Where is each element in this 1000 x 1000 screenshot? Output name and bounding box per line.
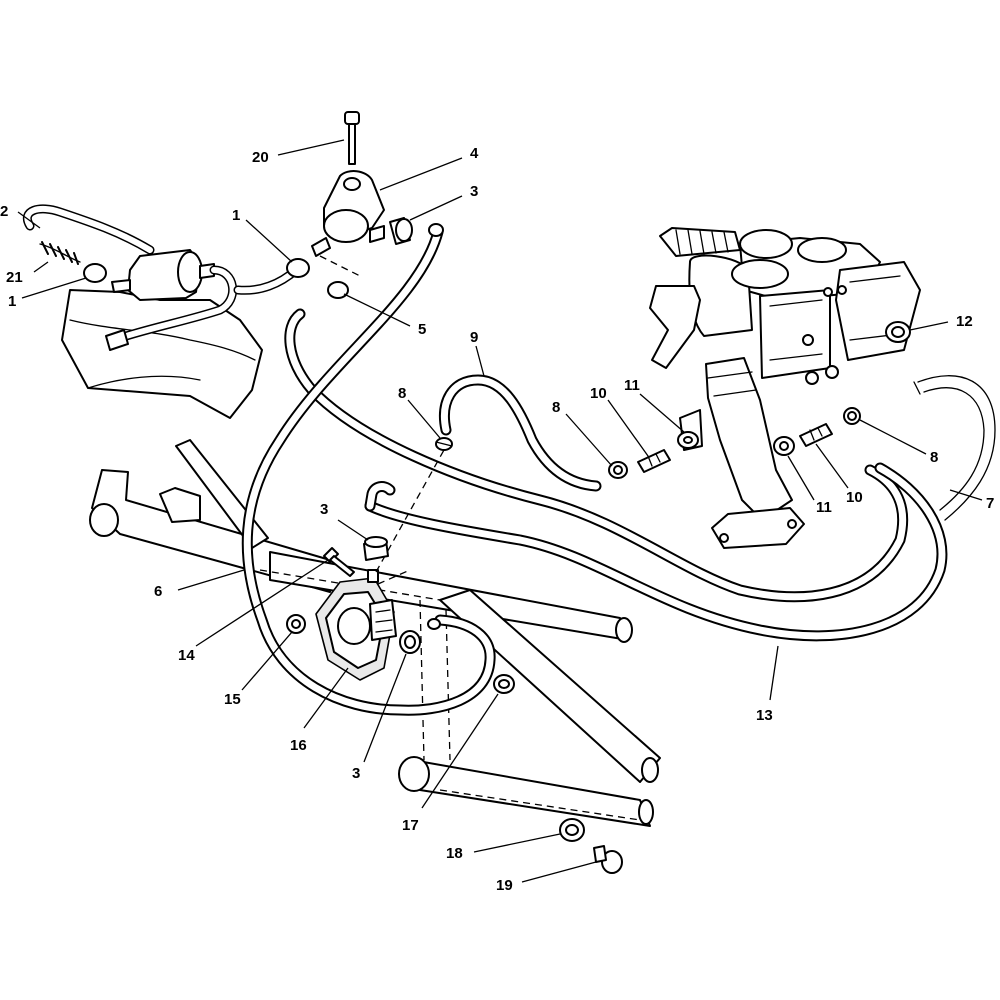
callout-16: 16: [290, 737, 307, 754]
callout-12: 12: [956, 313, 973, 330]
callout-1-tap: 1: [232, 207, 240, 224]
callout-8-middle: 8: [398, 385, 406, 402]
clamp-8-right: [843, 407, 861, 425]
grommet-18: [559, 818, 585, 842]
grommet-3-top: [389, 217, 413, 245]
callout-8-left: 8: [552, 399, 560, 416]
hose-9: [439, 374, 602, 492]
fuel-pump-assembly: [286, 449, 623, 874]
callout-10-left: 10: [590, 385, 607, 402]
fitting-10-left: [637, 449, 671, 473]
clamp-8-middle: [435, 437, 453, 451]
clamp-8-left: [608, 461, 628, 479]
callout-5: 5: [418, 321, 426, 338]
fuel-tank-section: [23, 204, 301, 419]
fuel-filter: [111, 249, 215, 301]
callout-19: 19: [496, 877, 513, 894]
callout-3-top: 3: [470, 183, 478, 200]
spacer-19: [593, 845, 623, 874]
callout-14: 14: [178, 647, 195, 664]
callout-9: 9: [470, 329, 478, 346]
callout-1-left: 1: [8, 293, 16, 310]
callout-4: 4: [470, 145, 479, 162]
frame-tubes: [89, 439, 661, 827]
callout-3-middle: 3: [320, 501, 328, 518]
callout-2: 2: [0, 203, 8, 220]
callout-18: 18: [446, 845, 463, 862]
fuel-tap-assembly: [286, 111, 385, 299]
clamp-1-left: [83, 263, 107, 283]
hose-6: [241, 223, 496, 716]
carburetor-assembly: [649, 227, 921, 549]
clamp-5: [327, 281, 349, 299]
leader-lines: [17, 139, 983, 883]
spring-21: [39, 241, 81, 265]
hose-7: [913, 375, 996, 521]
callout-8-right: 8: [930, 449, 938, 466]
callout-6: 6: [154, 583, 162, 600]
grommet-17: [493, 674, 515, 694]
fitting-10-right: [799, 423, 833, 447]
screw-20: [344, 111, 360, 125]
clamp-1-tap: [286, 258, 310, 278]
small-fittings: [389, 217, 861, 479]
grommet-3-middle: [363, 536, 389, 561]
callout-11-right: 11: [816, 499, 832, 516]
callout-15: 15: [224, 691, 241, 708]
washer-11-left: [677, 431, 699, 449]
callout-21: 21: [6, 269, 23, 286]
callout-20: 20: [252, 149, 269, 166]
washer-11-right: [773, 436, 795, 456]
callout-11-left: 11: [624, 377, 640, 394]
callout-10-right: 10: [846, 489, 863, 506]
callout-13: 13: [756, 707, 773, 724]
callout-7: 7: [986, 495, 994, 512]
callout-numbers: 2 21 1 1 20 4 3 5 9 8 8 10 11 12 8 10 11…: [0, 145, 994, 894]
callout-3-lower: 3: [352, 765, 360, 782]
callout-17: 17: [402, 817, 419, 834]
